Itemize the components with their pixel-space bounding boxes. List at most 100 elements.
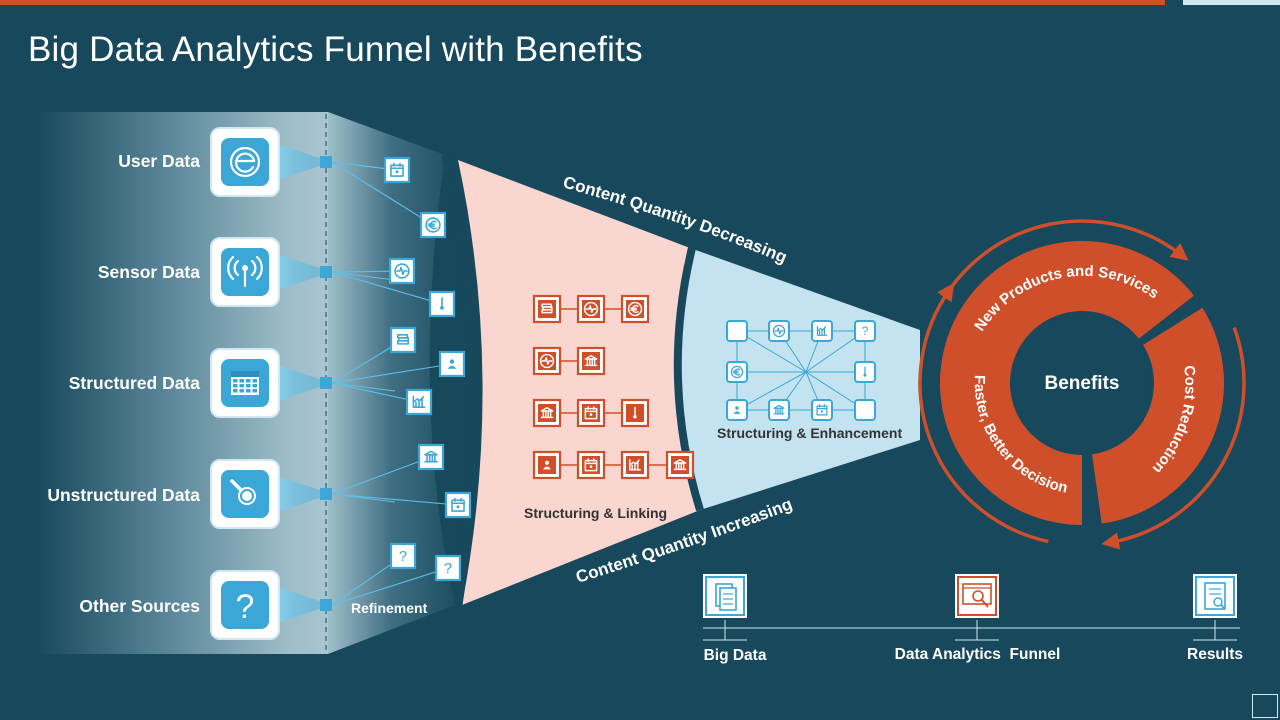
svg-text:?: ? — [862, 324, 869, 338]
refinement-link — [331, 161, 434, 226]
linking-label: Structuring & Linking — [524, 505, 668, 521]
refinement-link — [331, 493, 396, 503]
top-accent-bar-light — [1183, 0, 1280, 5]
source-label-sensor: Sensor Data — [97, 262, 200, 282]
magnifier-source-card — [210, 459, 280, 529]
magnifier-icon — [230, 479, 256, 505]
source-beam — [280, 145, 326, 179]
bank-icon — [532, 398, 562, 428]
bank-icon — [576, 346, 606, 376]
calendar-icon — [576, 398, 606, 428]
refinement-link — [331, 382, 420, 403]
question-mark-icon: ? — [236, 588, 255, 626]
source-beam — [280, 588, 326, 622]
svg-text:?: ? — [236, 588, 255, 626]
refinement-node — [320, 156, 332, 168]
network-link — [736, 371, 807, 411]
refinement-link — [331, 456, 432, 495]
enhancement-stage — [677, 248, 920, 510]
separator-1 — [441, 154, 477, 606]
legend-label-results: Results — [1187, 646, 1243, 663]
cycle-arrow-2 — [1101, 326, 1246, 550]
refinement-link — [331, 271, 396, 281]
source-label-unstructured: Unstructured Data — [47, 485, 200, 505]
question-icon: ? — [854, 320, 876, 342]
benefit-segment-1 — [950, 241, 1194, 357]
enhancement-label: Structuring & Enhancement — [717, 425, 903, 441]
euro-icon — [620, 294, 650, 324]
grid-table-source-card — [210, 348, 280, 418]
calendar-icon — [444, 491, 472, 519]
analytics-screen-icon — [955, 574, 999, 618]
refinement-link — [331, 567, 449, 606]
benefits-center-label: Benefits — [1044, 373, 1120, 394]
question-mark-source-card: ? — [210, 570, 280, 640]
empty-node-icon — [726, 320, 748, 342]
source-label-structured: Structured Data — [68, 373, 200, 393]
bank-icon — [417, 443, 445, 471]
bank-icon — [665, 450, 695, 480]
browser-e-icon — [229, 146, 261, 178]
documents-icon — [703, 574, 747, 618]
chart-icon — [811, 320, 833, 342]
pulse-icon — [532, 346, 562, 376]
euro-icon — [726, 361, 748, 383]
question-icon: ? — [389, 542, 417, 570]
books-icon — [389, 326, 417, 354]
source-beam — [280, 477, 326, 511]
refinement-link — [331, 271, 443, 305]
page-title: Big Data Analytics Funnel with Benefits — [28, 30, 643, 69]
network-link — [736, 330, 807, 373]
pulse-icon — [576, 294, 606, 324]
thermo-icon — [620, 398, 650, 428]
benefit-segment-3 — [939, 322, 1082, 525]
bank-icon — [768, 399, 790, 421]
refinement-link — [331, 382, 396, 392]
refinement-node — [320, 266, 332, 278]
refinement-link — [331, 363, 453, 384]
refinement-label: Refinement — [351, 600, 428, 616]
legend-label-funnel: Data Analytics Funnel — [894, 646, 1061, 663]
svg-text:?: ? — [399, 549, 407, 565]
calendar-icon — [576, 450, 606, 480]
user-icon — [532, 450, 562, 480]
empty-node-icon — [854, 399, 876, 421]
browser-e-source-card — [210, 127, 280, 197]
euro-icon — [419, 211, 447, 239]
refinement-node — [320, 488, 332, 500]
legend-label-big-data: Big Data — [703, 647, 767, 664]
linking-stage — [458, 160, 700, 605]
source-beam — [280, 366, 326, 400]
refinement-link — [331, 493, 459, 506]
thermo-icon — [854, 361, 876, 383]
cycle-arrow-3 — [918, 282, 1049, 544]
sensor-signal-icon — [227, 255, 263, 288]
benefits-center — [1012, 313, 1152, 453]
refinement-node — [320, 599, 332, 611]
chart-icon — [405, 388, 433, 416]
source-label-user: User Data — [118, 151, 200, 171]
pulse-icon — [388, 257, 416, 285]
calendar-icon — [383, 156, 411, 184]
calendar-icon — [811, 399, 833, 421]
question-icon: ? — [434, 554, 462, 582]
source-beam — [280, 255, 326, 289]
benefit-segment-2 — [1092, 307, 1224, 524]
refinement-panel — [328, 112, 455, 654]
svg-text:?: ? — [444, 561, 452, 577]
top-accent-bar — [0, 0, 1165, 5]
thermo-icon — [428, 290, 456, 318]
cycle-arrow-1 — [940, 219, 1189, 303]
books-icon — [532, 294, 562, 324]
refinement-node — [320, 377, 332, 389]
report-icon — [1193, 574, 1237, 618]
sensor-signal-source-card — [210, 237, 280, 307]
slide-corner-marker — [1252, 694, 1278, 718]
user-icon — [438, 350, 466, 378]
pulse-icon — [768, 320, 790, 342]
grid-table-icon — [231, 371, 259, 395]
user-icon — [726, 399, 748, 421]
chart-icon — [620, 450, 650, 480]
